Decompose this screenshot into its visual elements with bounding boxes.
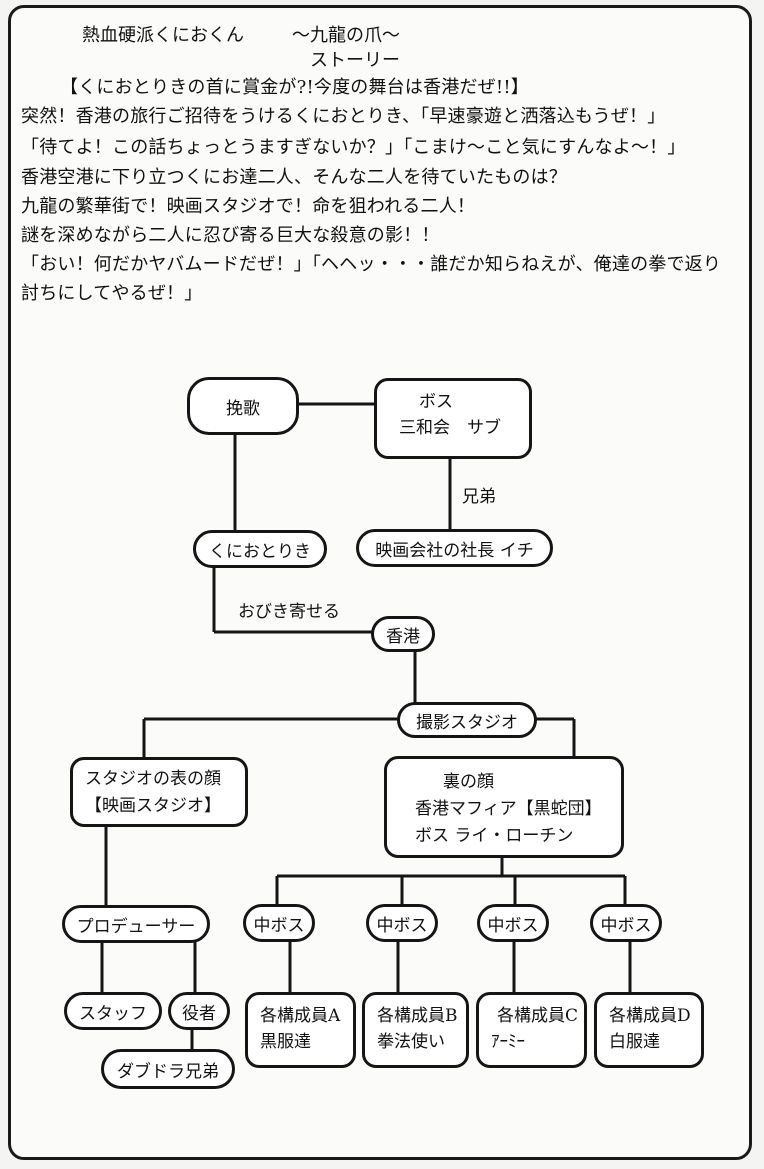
node-member-c: 各構成員C ｱｰﾐｰ [476,992,587,1068]
node-midboss-label: 中ボス [376,915,428,936]
node-midboss-label: 中ボス [600,915,652,936]
node-ura-face-line: 香港マフィア【黒蛇団】 [415,799,602,819]
node-hongkong-label: 香港 [386,626,420,647]
node-producer: プロデューサー [62,905,210,943]
page-frame [8,5,752,1160]
node-midboss-3: 中ボス [477,904,549,942]
node-boss-sanwakai: ボス 三和会 サブ [374,378,532,459]
story-line: 香港空港に下り立つくにお達二人、そんな二人を待ていたものは？ [21,167,567,188]
story-line: 「待てよ！この話ちょっとうますぎないか？」「こまけ〜こと気にすんなよ〜！」 [21,137,686,158]
node-studio: 撮影スタジオ [397,702,537,738]
node-member-line: ｱｰﾐｰ [491,1032,525,1052]
node-double-dragon-label: ダブドラ兄弟 [117,1061,219,1082]
node-producer-label: プロデューサー [76,916,196,937]
node-double-dragon: ダブドラ兄弟 [101,1049,235,1089]
node-member-line: 各構成員A [260,1006,341,1026]
node-ura-face-line: ボス ライ・ローチン [415,826,574,846]
node-studio-label: 撮影スタジオ [416,712,518,733]
node-member-d: 各構成員D 白服達 [594,992,704,1068]
node-actor-label: 役者 [182,1003,216,1024]
story-headline: 【くにおとりきの首に賞金が?!今度の舞台は香港だぜ!!】 [60,77,529,98]
node-boss-sanwakai-line: 三和会 サブ [399,418,501,438]
node-midboss-label: 中ボス [253,915,305,936]
section-title: ストーリー [310,50,400,71]
edge-label-brothers: 兄弟 [462,487,496,507]
node-bankabu-label: 挽歌 [226,398,260,419]
node-midboss-1: 中ボス [243,904,315,942]
node-studio-front-line: 【映画スタジオ】 [85,796,221,816]
edge-label-lure: おびき寄せる [238,602,340,622]
node-member-line: 各構成員B [377,1006,458,1026]
node-member-b: 各構成員B 拳法使い [362,992,469,1068]
node-member-line: 各構成員D [609,1006,691,1026]
node-ura-face-line: 裏の顔 [443,772,494,792]
node-member-line: 黒服達 [260,1032,311,1052]
game-title: 熱血硬派くにおくん [82,25,244,46]
node-ura-face: 裏の顔 香港マフィア【黒蛇団】 ボス ライ・ローチン [384,756,624,858]
story-line: 謎を深めながら二人に忍び寄る巨大な殺意の影！！ [21,225,440,246]
node-film-president: 映画会社の社長 イチ [356,529,553,567]
story-line: 「おい！何だかヤバムードだぜ！」「ヘヘッ・・・誰だか知らねえが、俺達の拳で返り [21,254,722,275]
node-bankabu: 挽歌 [187,377,299,435]
node-studio-front-line: スタジオの表の顔 [85,769,221,789]
node-kunio-riki-label: くにおとりき [209,541,311,562]
node-staff: スタッフ [64,992,162,1030]
story-line: 突然！香港の旅行ご招待をうけるくにおとりき、「早速豪遊と洒落込もうぜ！」 [21,106,666,127]
node-studio-front: スタジオの表の顔 【映画スタジオ】 [70,757,248,827]
node-midboss-label: 中ボス [487,915,539,936]
node-actor: 役者 [168,992,230,1030]
node-member-line: 白服達 [609,1032,660,1052]
node-staff-label: スタッフ [79,1003,147,1024]
story-line: 九龍の繁華街で！映画スタジオで！命を狙われる二人！ [21,196,476,217]
node-member-a: 各構成員A 黒服達 [245,992,356,1068]
node-member-line: 各構成員C [497,1006,579,1026]
node-midboss-4: 中ボス [590,904,662,942]
node-member-line: 拳法使い [377,1032,445,1052]
node-midboss-2: 中ボス [366,904,438,942]
node-hongkong: 香港 [371,616,435,652]
node-boss-sanwakai-line: ボス [419,392,453,412]
node-film-president-label: 映画会社の社長 イチ [375,540,534,561]
story-line: 討ちにしてやるぜ！」 [21,283,203,304]
node-kunio-riki: くにおとりき [193,530,327,568]
game-subtitle: 〜九龍の爪〜 [292,25,400,46]
